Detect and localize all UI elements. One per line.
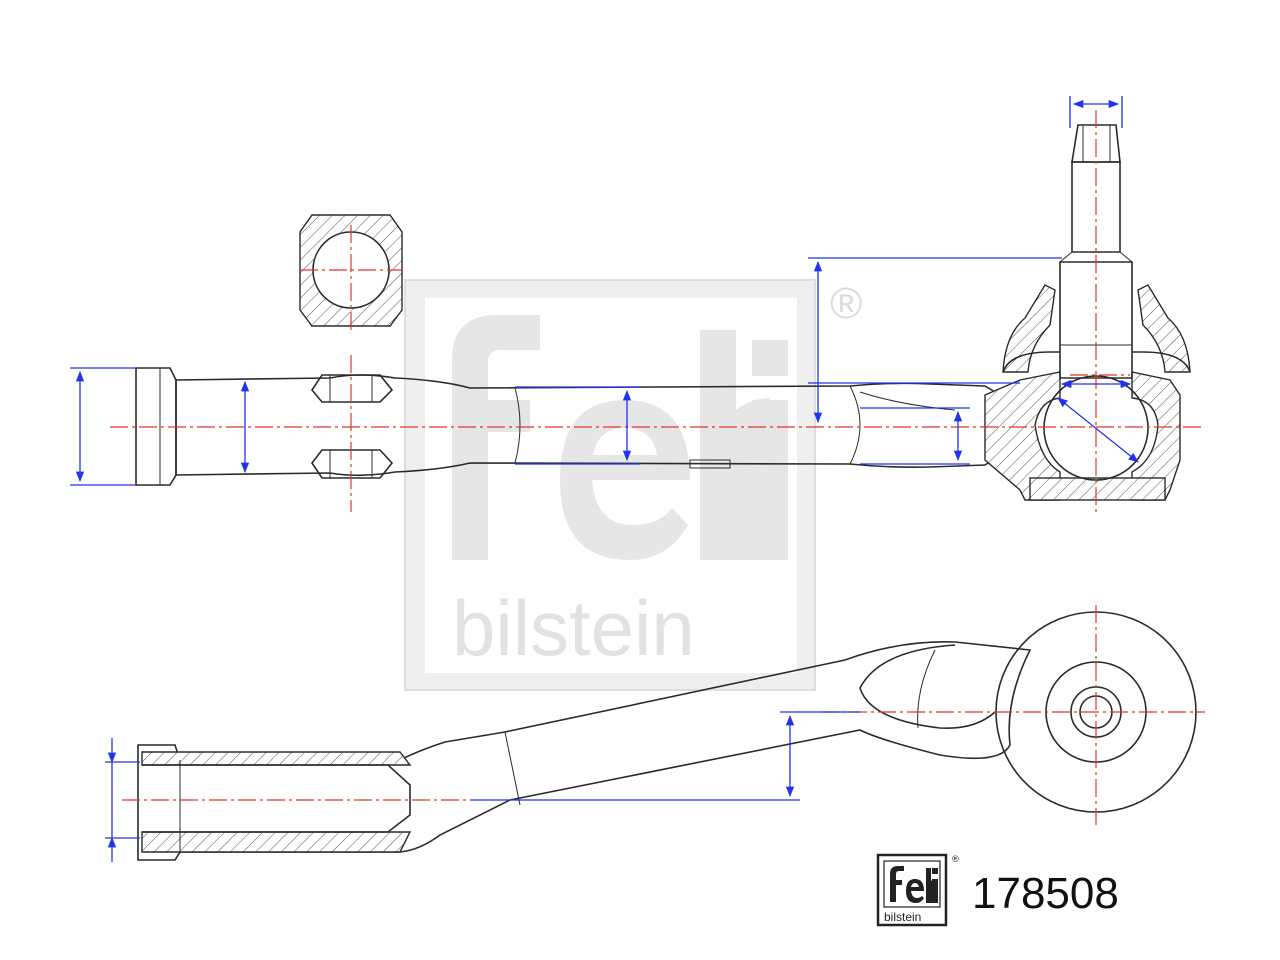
tube-cross-section	[299, 214, 403, 330]
watermark-logo: bilstein ®	[404, 279, 862, 691]
dust-boot-left	[1002, 284, 1056, 373]
ball-stud-thread	[1071, 124, 1121, 163]
brand-logo: bilstein ®	[876, 853, 959, 927]
plan-body	[137, 641, 1032, 861]
dim-ball-diameter	[1057, 397, 1139, 463]
watermark-registered-mark: ®	[830, 279, 862, 328]
logo-subbrand: bilstein	[884, 910, 921, 924]
dust-boot-right	[1137, 284, 1191, 373]
top-view	[70, 96, 1205, 512]
bottom-view	[105, 605, 1205, 862]
housing-section-right	[1131, 371, 1181, 501]
part-number: 178508	[972, 869, 1119, 918]
ball-stud-taper	[1059, 261, 1133, 379]
watermark-subbrand: bilstein	[452, 584, 695, 672]
wrench-flat-lower	[311, 449, 394, 479]
threaded-bore-top	[141, 751, 412, 766]
wrench-flat-upper	[311, 374, 394, 403]
logo-registered-mark: ®	[952, 854, 959, 864]
threaded-bore-bottom	[141, 831, 412, 853]
